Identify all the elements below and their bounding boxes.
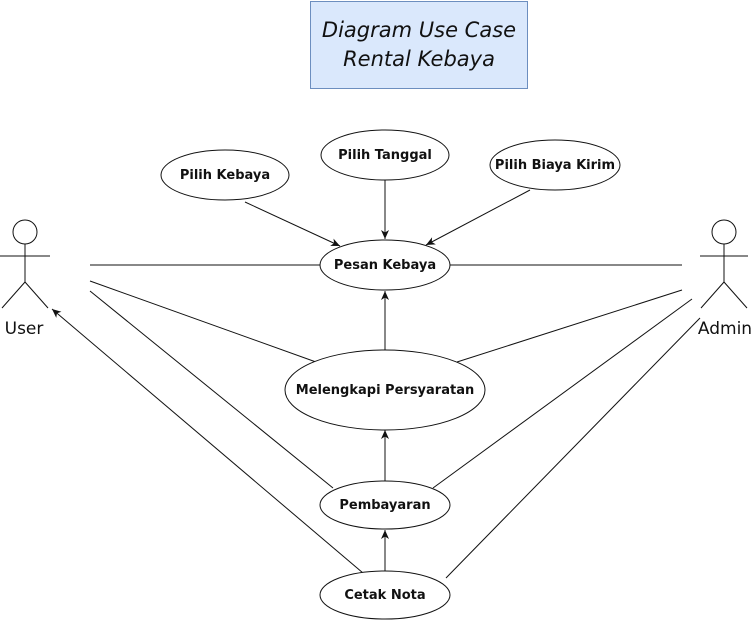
use-case-label: Pilih Biaya Kirim — [495, 158, 615, 173]
use-case-pilih-kebaya[interactable]: Pilih Kebaya — [160, 149, 290, 201]
use-case-pembayaran[interactable]: Pembayaran — [319, 480, 451, 530]
actor-admin-label: Admin — [698, 319, 752, 339]
use-case-label: Pesan Kebaya — [334, 258, 436, 273]
use-case-cetak-nota[interactable]: Cetak Nota — [319, 570, 451, 620]
assoc-user-pembayaran — [89, 290, 334, 489]
stick-figure-icon — [700, 219, 748, 309]
arrow-pilih-kebaya-to-pesan — [244, 201, 341, 247]
arrow-pilih-biaya-kirim-to-pesan — [425, 189, 531, 246]
use-case-pilih-tanggal[interactable]: Pilih Tanggal — [320, 129, 450, 181]
assoc-admin-melengkapi-persyaratan — [456, 289, 683, 363]
use-case-label: Cetak Nota — [344, 588, 425, 603]
diagram-title-line-2: Rental Kebaya — [343, 47, 495, 71]
assoc-cetak-nota-to-user — [51, 308, 364, 574]
actor-user[interactable]: User — [0, 219, 50, 339]
actor-user-label: User — [5, 319, 44, 339]
diagram-title-line-1: Diagram Use Case — [321, 18, 517, 42]
diagram-title-box: Diagram Use Case Rental Kebaya — [310, 1, 528, 89]
use-case-label: Pilih Kebaya — [180, 168, 270, 183]
use-case-melengkapi-persyaratan[interactable]: Melengkapi Persyaratan — [284, 349, 486, 431]
use-case-label: Melengkapi Persyaratan — [296, 383, 474, 398]
assoc-user-melengkapi-persyaratan — [89, 280, 317, 363]
assoc-admin-pembayaran — [432, 298, 693, 489]
use-case-pilih-biaya-kirim[interactable]: Pilih Biaya Kirim — [489, 139, 621, 191]
use-case-pesan-kebaya[interactable]: Pesan Kebaya — [319, 239, 451, 291]
assoc-admin-cetak-nota — [445, 317, 701, 579]
actor-admin[interactable]: Admin — [698, 219, 752, 339]
use-case-label: Pilih Tanggal — [338, 148, 432, 163]
stick-figure-icon — [0, 219, 50, 309]
use-case-label: Pembayaran — [339, 498, 430, 513]
